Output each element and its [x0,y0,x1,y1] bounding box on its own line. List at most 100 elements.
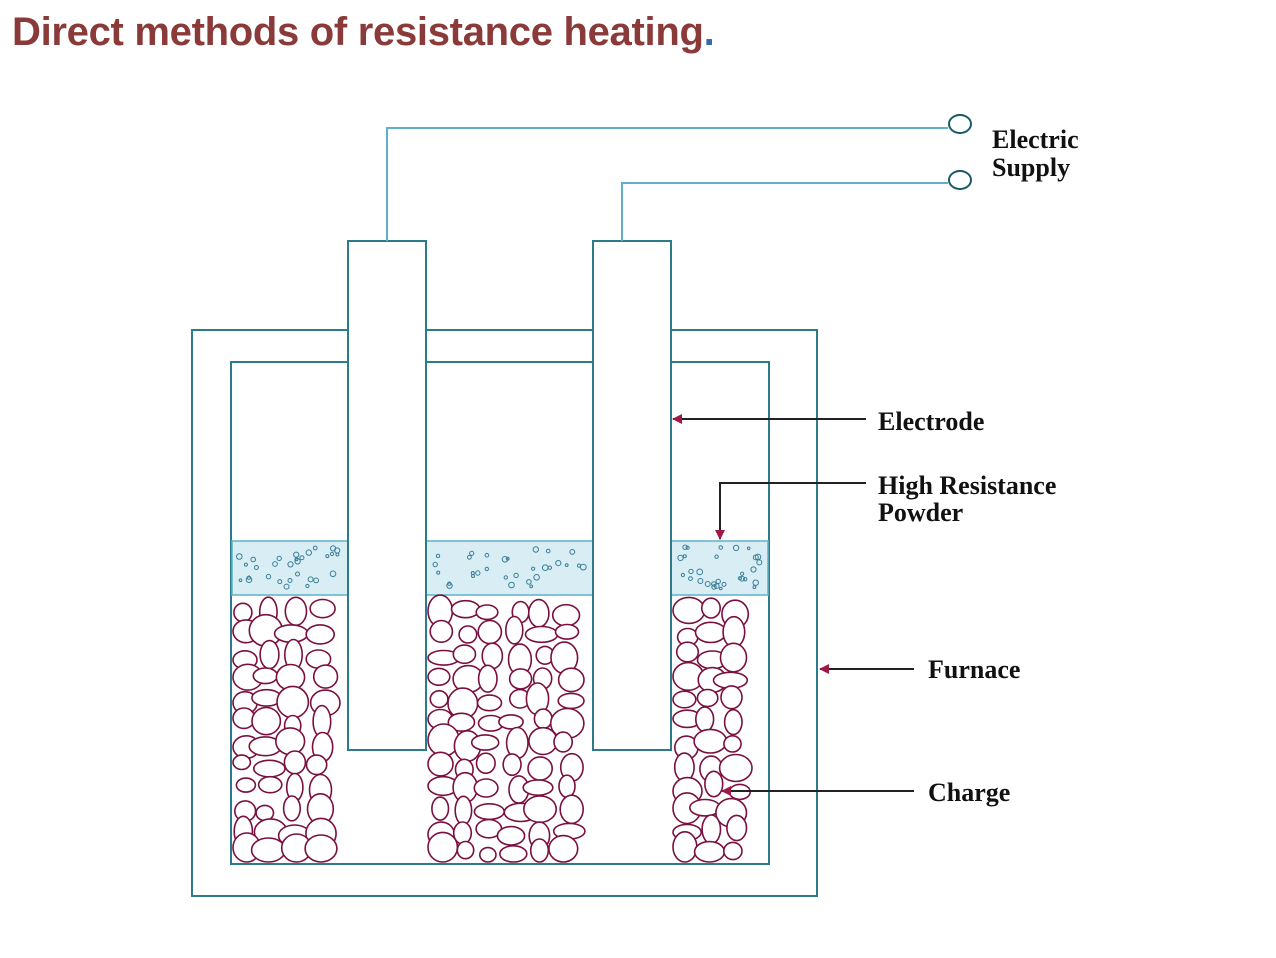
charge-pebble [508,668,533,690]
charge-pebble [251,706,282,736]
charge-pebble [672,596,706,625]
powder-particle [446,582,453,589]
charge-pebble [305,754,328,776]
charge-pebble [551,603,581,627]
charge-pebble [447,712,476,732]
charge-pebble [723,708,743,736]
charge-pebble [529,838,550,863]
powder-particle [682,544,688,550]
powder-particle [283,583,290,590]
charge-pebble [696,688,719,708]
powder-particle [238,578,243,583]
powder-particle [245,576,253,584]
powder-particle [685,545,690,550]
powder-particle [265,573,272,580]
charge-pebble [557,667,585,693]
charge-pebble [257,775,283,794]
powder-particle [529,584,534,589]
charge-pebble [554,623,580,640]
powder-particle [287,561,294,568]
charge-pebble [527,598,550,628]
powder-particle [312,545,318,551]
charge-pebble [275,727,306,756]
charge-pebble [522,779,554,796]
powder-particle [564,563,569,567]
charge-pebble [304,834,338,863]
label-electrode: Electrode [878,407,984,436]
powder-particle [435,553,441,559]
charge-pebble [723,841,743,861]
powder-particle [746,546,751,551]
powder-particle [307,576,314,583]
electrode-right [592,240,672,751]
powder-particle [697,578,704,584]
charge-pebble [548,834,579,863]
powder-particle [236,553,243,560]
powder-particle [329,570,337,578]
charge-pebble [452,644,477,665]
powder-particle [704,581,711,587]
title-period: . [703,10,715,54]
charge-pebble [700,597,721,619]
charge-pebble [694,621,727,644]
charge-pebble [427,831,459,863]
charge-pebble [524,625,559,644]
charge-pebble [232,754,252,771]
charge-pebbles [232,594,753,863]
charge-pebble [475,604,499,621]
charge-pebble [504,615,524,645]
powder-particle [526,579,532,585]
charge-pebble [458,625,478,644]
charge-pebble [252,667,279,685]
powder-particle [737,576,743,581]
powder-particle [505,556,510,561]
powder-particle [272,561,278,567]
charge-pebble [282,795,302,822]
charge-pebble [527,756,554,781]
charge-pebble [259,639,280,670]
charge-pebble [693,728,728,754]
powder-particle [752,554,759,561]
charge-pebble [557,692,585,710]
charge-pebble [450,599,481,619]
powder-particle [541,564,549,572]
powder-particle [294,557,299,562]
charge-pebble [672,831,698,863]
charge-pebble [473,802,505,821]
powder-particle [688,576,693,581]
powder-particle [740,571,745,576]
powder-particle [432,561,438,568]
charge-pebble [481,642,504,670]
powder-particle [305,583,310,589]
label-electric: Electric [992,125,1079,154]
powder-particle [330,545,337,552]
charge-pebble [309,598,336,619]
powder-particle [325,554,330,559]
charge-pebble [704,770,724,798]
charge-pebble [312,664,339,689]
supply-terminal-top [948,114,972,134]
powder-particle [579,563,587,571]
charge-pebble [477,664,498,693]
label-charge: Charge [928,778,1010,807]
powder-particle [253,565,259,570]
powder-layer [231,540,769,596]
powder-particle [501,556,509,563]
powder-particle [436,570,441,575]
label-powder: Powder [878,498,963,527]
charge-pebble [558,774,576,799]
powder-particle [335,552,340,557]
label-furnace: Furnace [928,655,1020,684]
charge-pebble [498,845,528,863]
powder-particle [688,568,694,575]
charge-pebble [701,814,722,845]
label-supply: Supply [992,153,1070,182]
powder-particle [696,568,704,576]
charge-pebble [533,708,553,730]
powder-particle [682,554,687,559]
furnace-outer-wall [191,329,818,897]
charge-pebble [672,690,697,709]
supply-wire-left [386,127,948,241]
charge-pebble [477,619,503,645]
charge-pebble [427,751,454,777]
